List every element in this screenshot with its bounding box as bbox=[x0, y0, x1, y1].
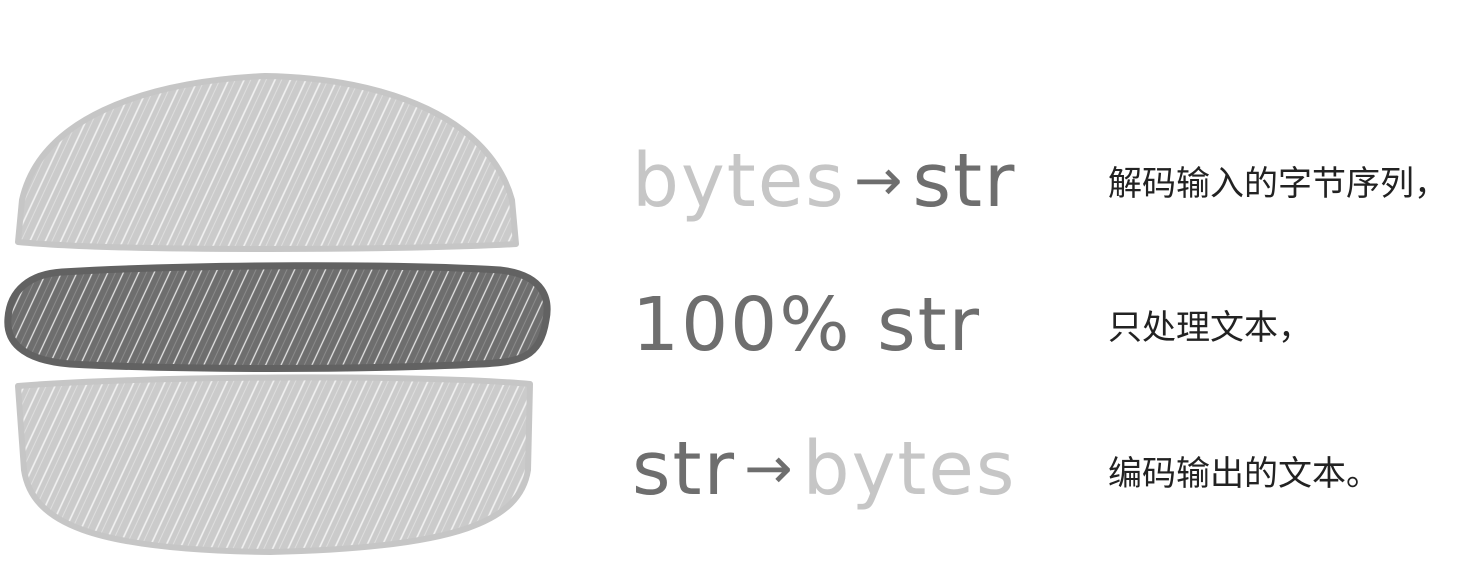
decode-label: bytes→str bbox=[632, 138, 1017, 224]
encode-description: 编码输出的文本。 bbox=[1108, 454, 1380, 494]
bottom-bun bbox=[15, 374, 533, 555]
process-label: 100% str bbox=[632, 285, 981, 365]
sandwich-illustration bbox=[4, 73, 551, 555]
arrow-right-icon: → bbox=[744, 434, 795, 502]
bytes-input-text: bytes bbox=[632, 138, 846, 224]
full-str-text: 100% str bbox=[632, 282, 982, 368]
arrow-right-icon: → bbox=[853, 146, 905, 214]
bytes-output-text: bytes bbox=[802, 426, 1017, 512]
decode-description: 解码输入的字节序列， bbox=[1108, 164, 1448, 204]
process-description: 只处理文本， bbox=[1108, 308, 1312, 348]
str-output-text: str bbox=[912, 138, 1017, 224]
encode-label: str→bytes bbox=[632, 426, 1017, 512]
str-input-text: str bbox=[632, 426, 736, 512]
top-bun bbox=[15, 73, 519, 252]
patty bbox=[4, 262, 551, 372]
